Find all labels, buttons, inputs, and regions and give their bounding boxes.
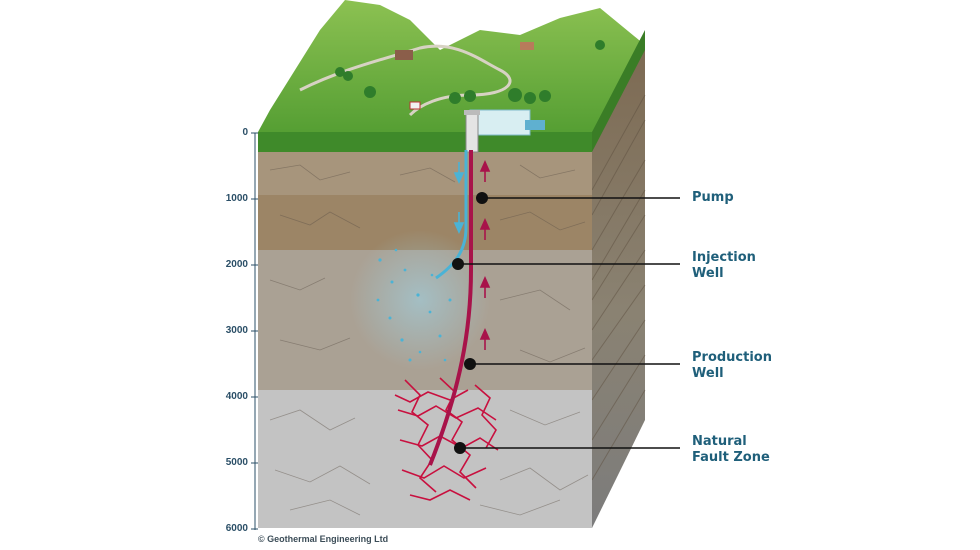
injection-spray-particles — [376, 248, 452, 362]
depth-tick-label: 3000 — [225, 325, 248, 336]
depth-tick-label: 0 — [242, 127, 248, 138]
injection-well-pipe — [435, 150, 468, 280]
callout-leader-lines — [458, 197, 680, 449]
copyright-notice: © Geothermal Engineering Ltd — [258, 534, 389, 544]
wellhead — [465, 111, 479, 153]
injection-well-dot — [452, 258, 464, 270]
fault-zone-label: Natural Fault Zone — [692, 434, 770, 465]
depth-axis-ticks — [251, 132, 258, 530]
depth-tick-label: 5000 — [225, 457, 248, 468]
depth-tick-label: 6000 — [225, 523, 248, 534]
injection-well-label: Injection Well — [692, 250, 756, 281]
tree-cluster — [335, 40, 605, 104]
production-well-dot — [464, 358, 476, 370]
injection-flow-arrows — [453, 162, 465, 234]
depth-tick-label: 1000 — [225, 193, 248, 204]
grass-front-edge — [258, 132, 592, 152]
callout-dots — [452, 192, 488, 454]
fault-zone-dot — [454, 442, 466, 454]
pump-label: Pump — [692, 190, 734, 205]
barn — [395, 50, 413, 60]
depth-tick-label: 4000 — [225, 391, 248, 402]
stratum-topsoil — [258, 150, 592, 195]
stratum-granite — [258, 390, 592, 528]
farmhouse — [520, 42, 534, 50]
production-flow-arrows — [479, 160, 491, 350]
rock-cracks — [269, 164, 589, 516]
grass-surface — [258, 0, 645, 150]
truck — [409, 101, 421, 110]
wellhead-cap — [464, 110, 480, 115]
pump-dot — [476, 192, 488, 204]
production-well-label: Production Well — [692, 350, 772, 381]
depth-tick-label: 2000 — [225, 259, 248, 270]
grass-side-edge — [592, 30, 645, 152]
production-well-pipe — [428, 150, 473, 466]
side-strata-lines — [591, 94, 646, 481]
plant-pond — [525, 120, 545, 130]
